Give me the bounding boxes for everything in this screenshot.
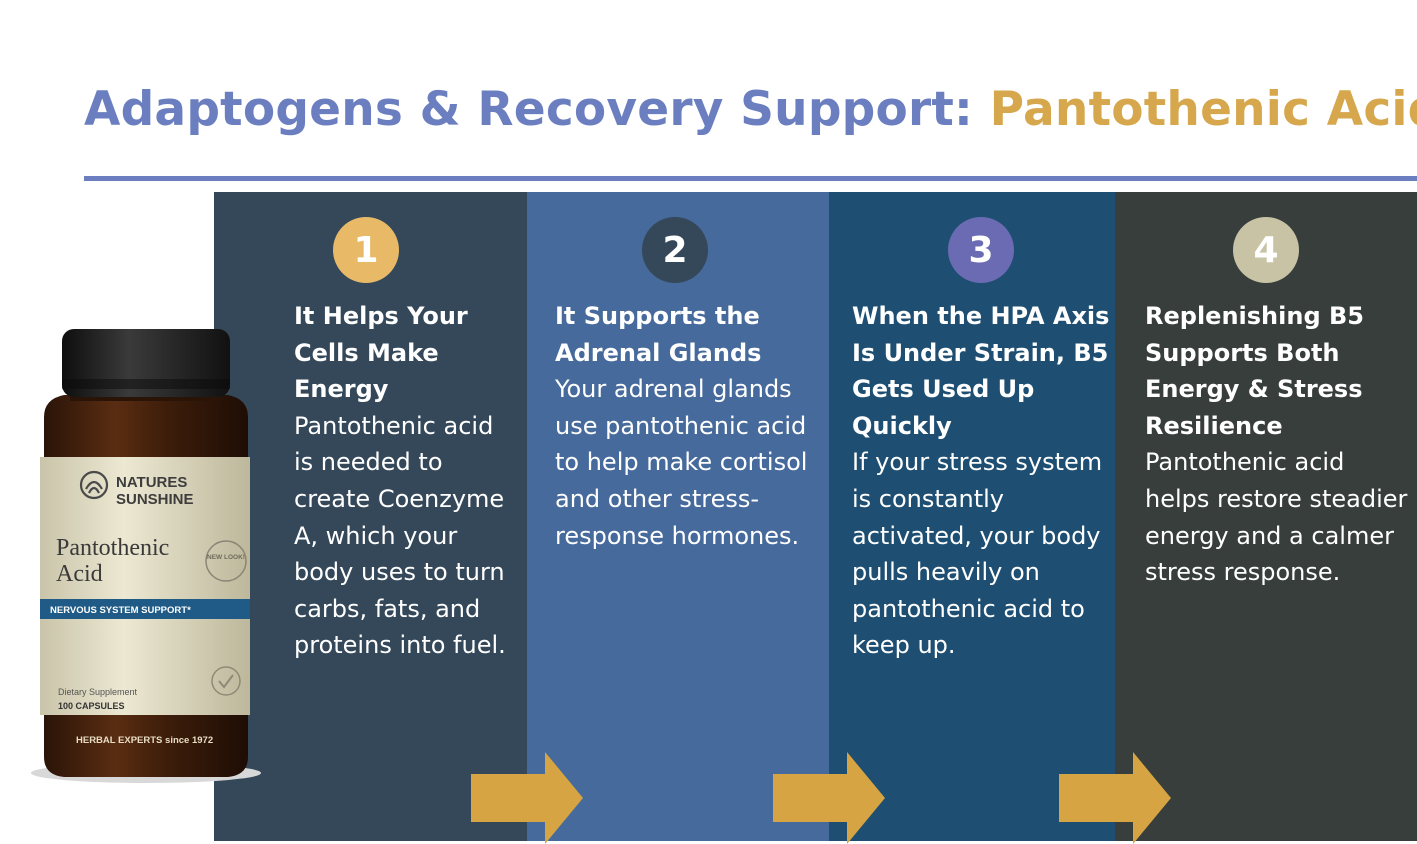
product-name-line-2: Acid: [56, 561, 103, 587]
step-text: When the HPA Axis Is Under Strain, B5 Ge…: [852, 298, 1114, 664]
step-panel-2: 2 It Supports the Adrenal Glands Your ad…: [527, 192, 829, 841]
title-divider: [84, 176, 1417, 181]
step-text: It Helps Your Cells Make Energy Pantothe…: [294, 298, 519, 664]
step-number-badge: 2: [642, 217, 708, 283]
step-number-badge: 4: [1233, 217, 1299, 283]
title-part-1: Adaptogens & Recovery Support:: [84, 82, 974, 137]
step-heading: When the HPA Axis Is Under Strain, B5 Ge…: [852, 302, 1110, 440]
brand-tagline: HERBAL EXPERTS since 1972: [76, 735, 213, 746]
supplement-type: Dietary Supplement: [58, 687, 138, 697]
step-body: Your adrenal glands use pantothenic acid…: [555, 375, 808, 550]
step-text: Replenishing B5 Supports Both Energy & S…: [1145, 298, 1413, 591]
arrow-right-icon: [471, 752, 583, 844]
capsule-count: 100 CAPSULES: [58, 701, 125, 711]
product-name-line-1: Pantothenic: [56, 535, 169, 561]
step-body: Pantothenic acid helps restore steadier …: [1145, 448, 1408, 587]
step-panel-4: 4 Replenishing B5 Supports Both Energy &…: [1115, 192, 1417, 841]
brand-line-2: SUNSHINE: [116, 491, 194, 508]
step-body: If your stress system is constantly acti…: [852, 448, 1103, 660]
brand-line-1: NATURES: [116, 474, 187, 491]
page-title: Adaptogens & Recovery Support: Pantothen…: [84, 80, 1417, 140]
arrow-right-icon: [1059, 752, 1171, 844]
step-heading: It Helps Your Cells Make Energy: [294, 302, 468, 404]
step-number-badge: 3: [948, 217, 1014, 283]
product-bottle-image: NATURES SUNSHINE Pantothenic Acid NEW LO…: [31, 329, 261, 783]
step-number-badge: 1: [333, 217, 399, 283]
step-heading: Replenishing B5 Supports Both Energy & S…: [1145, 302, 1364, 440]
step-panel-1: 1 It Helps Your Cells Make Energy Pantot…: [214, 192, 527, 841]
new-look-badge: NEW LOOK!: [207, 554, 245, 561]
step-text: It Supports the Adrenal Glands Your adre…: [555, 298, 823, 554]
title-part-2: Pantothenic Acid: [989, 82, 1417, 137]
step-body: Pantothenic acid is needed to create Coe…: [294, 411, 506, 660]
step-heading: It Supports the Adrenal Glands: [555, 302, 762, 367]
category-band: NERVOUS SYSTEM SUPPORT*: [50, 605, 191, 616]
step-panel-3: 3 When the HPA Axis Is Under Strain, B5 …: [829, 192, 1115, 841]
arrow-right-icon: [773, 752, 885, 844]
